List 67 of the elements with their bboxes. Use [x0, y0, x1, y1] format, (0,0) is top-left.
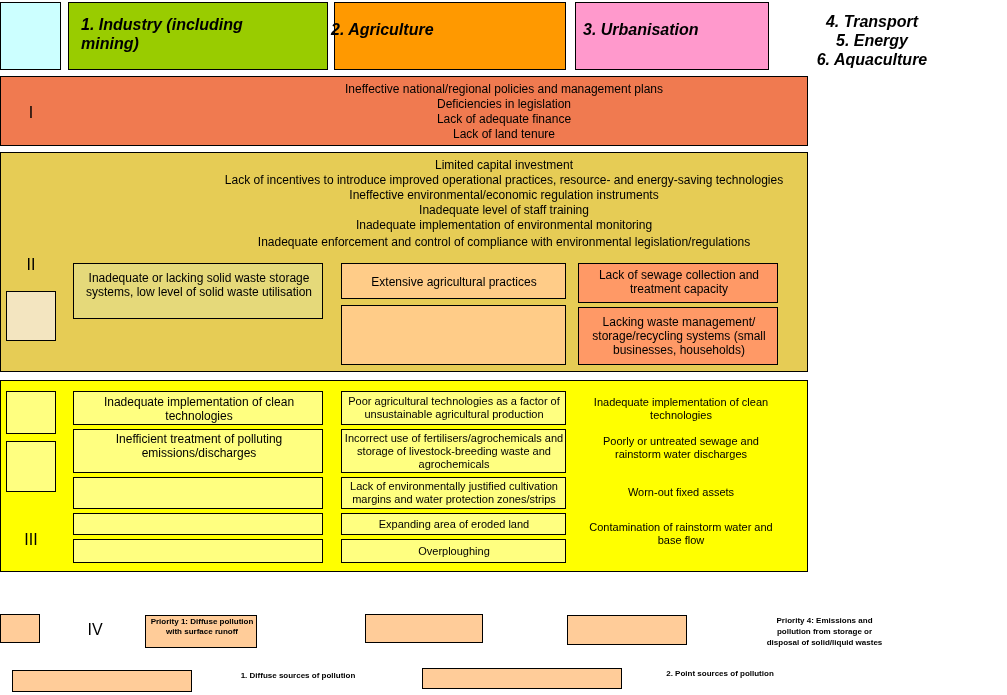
cause-text: Inadequate implementation of clean technologies: [102, 395, 296, 423]
cause-text: Deficiencies in legislation: [436, 97, 572, 111]
cause-text: Lack of incentives to introduce improved operational practices, resource- and energy-saving technologies: [224, 173, 784, 187]
cause-text: Lack of land tenure: [452, 127, 556, 141]
cause-box: [341, 539, 566, 563]
cause-text: Lack of adequate finance: [436, 112, 572, 126]
cause-text: Inadequate implementation of environmental monitoring: [355, 218, 653, 232]
row-band: [0, 152, 808, 372]
empty-box: [12, 670, 192, 692]
cause-text: Inefficient treatment of polluting emissions/discharges: [114, 432, 284, 460]
cause-text: Inadequate implementation of clean technologies: [592, 396, 770, 422]
cause-text: Worn-out fixed assets: [627, 486, 735, 499]
cause-text: Ineffective national/regional policies and management plans: [345, 82, 663, 96]
cause-text: Ineffective environmental/economic regulation instruments: [349, 188, 659, 202]
cause-text: Overploughing: [417, 545, 491, 558]
empty-box: [73, 539, 323, 563]
row-numeral: III: [24, 531, 38, 549]
empty-box: [365, 614, 483, 643]
cause-text: Inadequate enforcement and control of compliance with environmental legislation/regulations: [257, 235, 751, 249]
cause-text: Inadequate or lacking solid waste storage systems, low level of solid waste utilisation: [84, 271, 314, 299]
cause-box: [341, 477, 566, 509]
cause-box: [341, 391, 566, 425]
row-numeral: I: [28, 104, 34, 122]
cause-box: [73, 429, 323, 473]
column-header: [68, 2, 328, 70]
column-heading: 5. Energy: [835, 31, 910, 50]
cause-text: Expanding area of eroded land: [377, 518, 531, 531]
empty-box: [6, 291, 56, 341]
cause-box: [73, 263, 323, 319]
empty-box: [0, 614, 40, 643]
row-band: [0, 380, 808, 572]
source-label: 1. Diffuse sources of pollution: [239, 670, 357, 681]
empty-box: [6, 441, 56, 492]
source-label: 2. Point sources of pollution: [665, 668, 775, 679]
cause-box: [578, 263, 778, 303]
priority-text: Priority 1: Diffuse pollution with surface runoff: [149, 617, 255, 637]
row-numeral: II: [26, 256, 36, 274]
column-header: [575, 2, 769, 70]
empty-box: [73, 477, 323, 509]
priority-text: Priority 4: Emissions and pollution from storage or disposal of solid/liquid wastes: [765, 615, 884, 648]
cause-text: Poorly or untreated sewage and rainstorm water discharges: [602, 435, 760, 461]
cause-text: Lacking waste management/ storage/recycling systems (small businesses, households): [591, 315, 767, 357]
empty-box: [73, 513, 323, 535]
empty-box: [422, 668, 622, 689]
cause-text: Limited capital investment: [434, 158, 574, 172]
cause-box: [341, 513, 566, 535]
cause-text: Lack of sewage collection and treatment capacity: [597, 268, 761, 296]
row-numeral: IV: [86, 620, 104, 639]
row-band: [0, 76, 808, 146]
column-heading: 4. Transport: [824, 12, 920, 31]
column-heading: 3. Urbanisation: [583, 20, 700, 39]
cause-box: [341, 263, 566, 299]
cause-box: [578, 307, 778, 365]
cause-text: Contamination of rainstorm water and base flow: [588, 521, 774, 547]
column-header: [0, 2, 61, 70]
empty-box: [6, 391, 56, 434]
cause-box: [73, 391, 323, 425]
cause-text: Inadequate level of staff training: [419, 203, 589, 217]
cause-text: Poor agricultural technologies as a factor of unsustainable agricultural production: [347, 395, 561, 421]
cause-text: Lack of environmentally justified cultivation margins and water protection zones/strips: [349, 480, 559, 506]
priority-box: [145, 615, 257, 648]
column-heading: 1. Industry (including mining): [81, 15, 244, 53]
cause-text: Extensive agricultural practices: [370, 275, 538, 289]
column-heading: 6. Aquaculture: [815, 50, 929, 69]
empty-box: [567, 615, 687, 645]
empty-box: [341, 305, 566, 365]
cause-text: Incorrect use of fertilisers/agrochemicals and storage of livestock-breeding waste and agrochemicals: [344, 432, 564, 471]
